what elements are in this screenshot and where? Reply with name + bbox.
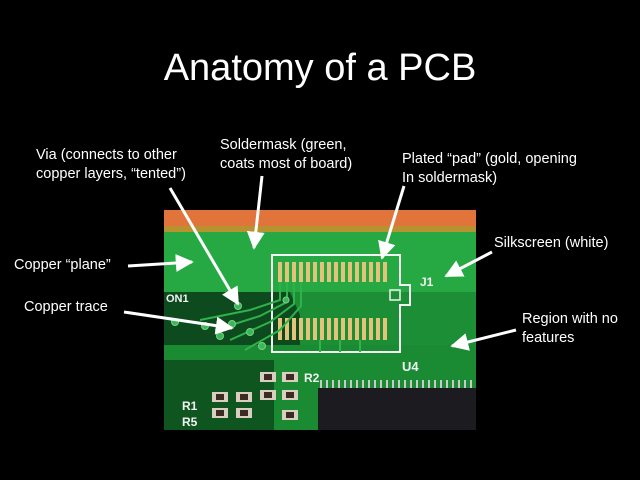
label-soldermask-line-2: coats most of board) bbox=[220, 156, 353, 172]
gold-pads-bottom bbox=[278, 318, 387, 340]
silk-on1: ON1 bbox=[166, 293, 189, 305]
label-soldermask: Soldermask (green, coats most of board) bbox=[220, 136, 352, 174]
silk-u4: U4 bbox=[402, 359, 419, 374]
board-edge-copper bbox=[164, 210, 476, 230]
silk-r5: R5 bbox=[182, 415, 198, 429]
gold-pads-top bbox=[278, 262, 387, 282]
label-trace-line-1: Copper trace bbox=[24, 299, 108, 315]
label-region-line-1: Region with no bbox=[522, 311, 618, 327]
label-pad-line-2: In soldermask) bbox=[402, 170, 498, 186]
copper-traces bbox=[199, 282, 361, 352]
label-silkscreen: Silkscreen (white) bbox=[494, 234, 608, 253]
label-region-line-2: features bbox=[522, 330, 575, 346]
connector-silkscreen-outline bbox=[271, 254, 411, 353]
label-silkscreen-line-1: Silkscreen (white) bbox=[494, 235, 609, 251]
label-via: Via (connects to other copper layers, “t… bbox=[36, 146, 186, 184]
label-soldermask-line-1: Soldermask (green, bbox=[220, 137, 347, 153]
arrow-pad bbox=[378, 185, 406, 260]
silk-r1: R1 bbox=[182, 399, 198, 413]
label-via-line-1: Via (connects to other bbox=[36, 147, 177, 163]
ic-chip-u4 bbox=[318, 388, 476, 430]
silk-r2: R2 bbox=[304, 371, 320, 385]
arrow-soldermask bbox=[246, 175, 265, 250]
arrow-via bbox=[168, 187, 240, 306]
label-trace: Copper trace bbox=[24, 298, 108, 317]
arrow-trace bbox=[123, 310, 234, 335]
ic-pins bbox=[320, 380, 472, 388]
silk-j1: J1 bbox=[420, 275, 434, 289]
arrow-plane bbox=[127, 254, 194, 272]
resistor-components bbox=[212, 372, 298, 420]
slide-title: Anatomy of a PCB bbox=[163, 47, 477, 89]
label-via-line-2: copper layers, “tented”) bbox=[36, 166, 186, 182]
arrow-region bbox=[450, 328, 517, 351]
label-plane-line-1: Copper “plane” bbox=[14, 257, 111, 273]
label-plane: Copper “plane” bbox=[14, 256, 111, 275]
label-pad: Plated “pad” (gold, opening In soldermas… bbox=[402, 150, 577, 188]
label-pad-line-1: Plated “pad” (gold, opening bbox=[402, 151, 577, 167]
arrow-silkscreen bbox=[444, 250, 493, 278]
label-region: Region with no features bbox=[522, 310, 618, 348]
